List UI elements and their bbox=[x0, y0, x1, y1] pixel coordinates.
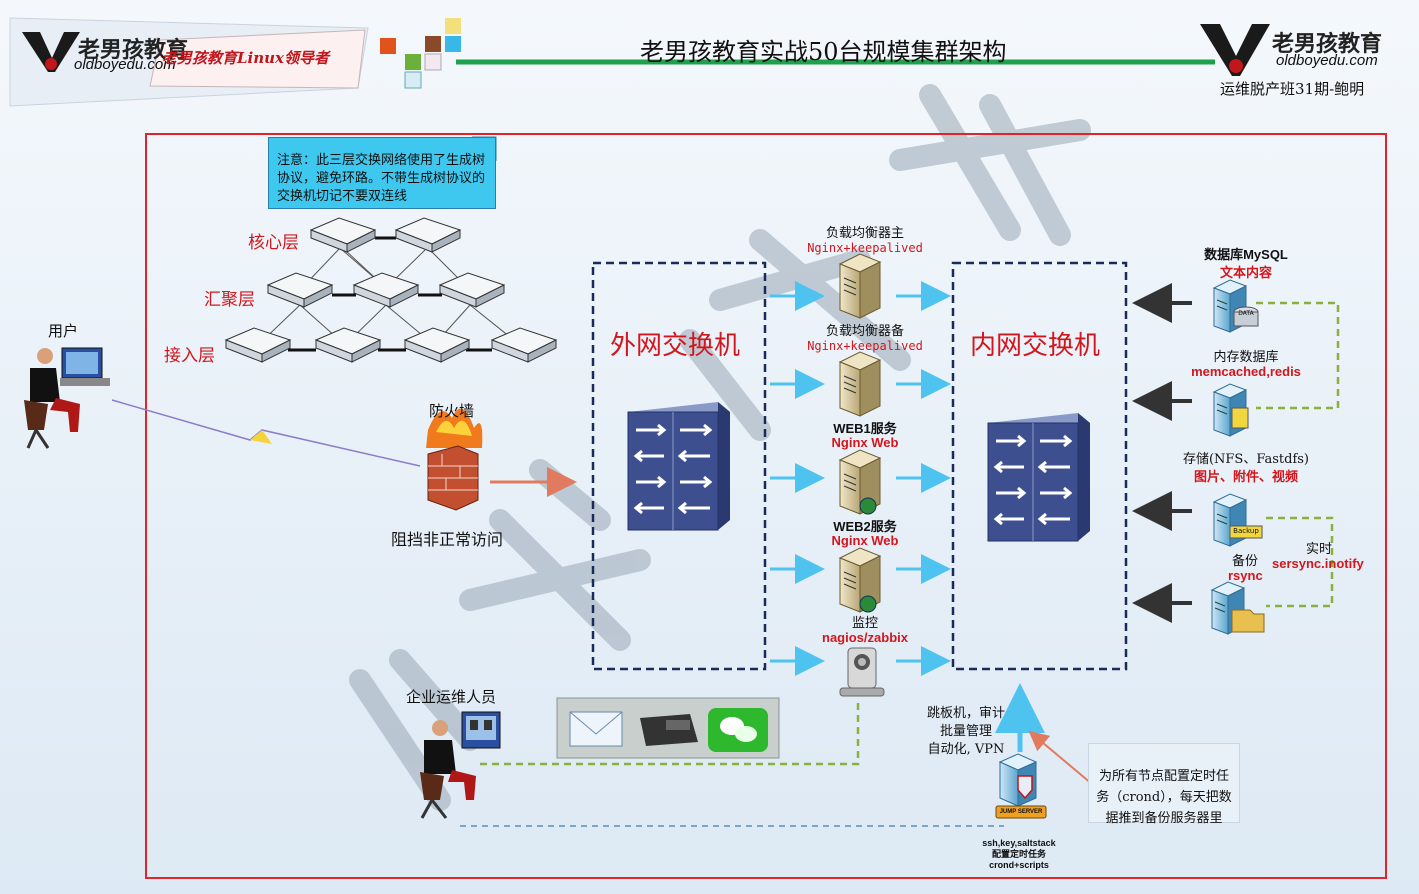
internal-switch-icon bbox=[987, 413, 1090, 542]
watermark bbox=[349, 84, 1091, 811]
internal-switch-zone bbox=[951, 261, 1128, 671]
monitor-sub: nagios/zabbix bbox=[822, 630, 908, 645]
firewall-desc: 阻挡非正常访问 bbox=[391, 530, 504, 549]
firewall-label: 防火墙 bbox=[429, 402, 475, 420]
jump-tools-2: 配置定时任务 bbox=[991, 849, 1046, 859]
mysql-disk-tag: DATA bbox=[1238, 310, 1254, 317]
folder-icon bbox=[1231, 609, 1265, 633]
deco-square bbox=[380, 38, 396, 54]
globe-icon bbox=[859, 595, 877, 613]
class-info: 运维脱产班31期-鲍明 bbox=[1220, 80, 1365, 98]
access-switch-3 bbox=[404, 327, 470, 363]
user-label: 用户 bbox=[48, 322, 79, 340]
web1-label: WEB1服务 bbox=[833, 421, 897, 436]
agg-switch-2 bbox=[353, 272, 419, 308]
realtime-label: 实时 bbox=[1306, 542, 1333, 557]
stp-note: 注意：此三层交换网络使用了生成树协议，避免环路。不带生成树协议的交换机切记不要双… bbox=[268, 137, 496, 209]
site-left: oldboyedu.com bbox=[74, 56, 176, 73]
lb-backup-sub: Nginx+keepalived bbox=[807, 339, 923, 353]
brand-right: 老男孩教育 bbox=[1272, 31, 1383, 56]
storage-disk-tag: Backup bbox=[1233, 527, 1259, 535]
cron-note: 为所有节点配置定时任务（crond），每天把数据推到备份服务器里 bbox=[1088, 743, 1240, 826]
jump-desc-2: 批量管理 bbox=[939, 724, 992, 739]
web2-label: WEB2服务 bbox=[833, 519, 897, 534]
phone-icon bbox=[640, 714, 698, 746]
backup-label: 备份 bbox=[1232, 554, 1259, 569]
logo-left bbox=[22, 32, 80, 72]
note-pointer bbox=[1028, 730, 1093, 785]
switch-network bbox=[225, 217, 557, 363]
access-layer-label: 接入层 bbox=[164, 346, 215, 366]
core-switch-2 bbox=[395, 217, 461, 253]
jump-desc-3: 自动化, VPN bbox=[927, 742, 1005, 757]
web1-sub: Nginx Web bbox=[831, 435, 899, 450]
monitor-camera-icon bbox=[839, 647, 885, 697]
firewall-icon bbox=[426, 408, 483, 511]
alert-panel bbox=[556, 697, 780, 759]
mysql-label: 数据库MySQL bbox=[1204, 247, 1288, 262]
backup-disk-icon bbox=[1229, 525, 1263, 539]
mysql-sub: 文本内容 bbox=[1219, 265, 1272, 280]
web2-sub: Nginx Web bbox=[831, 533, 899, 548]
agg-switch-1 bbox=[267, 272, 333, 308]
memory-icon bbox=[1231, 407, 1249, 429]
header-banner bbox=[9, 17, 1215, 107]
lb-backup-label: 负载均衡器备 bbox=[825, 324, 904, 339]
jump-desc-1: 跳板机，审计 bbox=[926, 706, 1005, 721]
access-switch-2 bbox=[315, 327, 381, 363]
logo-right bbox=[1200, 24, 1270, 76]
email-icon bbox=[569, 711, 623, 747]
jump-server-icon bbox=[995, 753, 1047, 819]
lb-master-label: 负载均衡器主 bbox=[825, 226, 904, 241]
lb-backup-server-icon bbox=[839, 351, 881, 417]
ops-person-icon bbox=[420, 711, 501, 819]
access-switch-4 bbox=[491, 327, 557, 363]
traffic-arrows bbox=[770, 281, 951, 676]
wechat-icon bbox=[708, 708, 768, 752]
jump-tools-3: crond+scripts bbox=[989, 860, 1049, 870]
jump-server-tag: JUMP SERVER bbox=[999, 809, 1043, 815]
lightning-icon bbox=[250, 430, 272, 444]
access-switch-1 bbox=[225, 327, 291, 363]
jump-tools-1: ssh,key,saltstack bbox=[982, 838, 1056, 848]
core-switch-1 bbox=[310, 217, 376, 253]
site-right: oldboyedu.com bbox=[1276, 52, 1378, 69]
cache-sub: memcached,redis bbox=[1191, 364, 1301, 379]
sync-links bbox=[480, 301, 1340, 766]
core-layer-label: 核心层 bbox=[248, 233, 299, 253]
aggregation-layer-label: 汇聚层 bbox=[204, 290, 255, 310]
monitor-label: 监控 bbox=[851, 616, 878, 631]
user-link bbox=[111, 399, 421, 467]
lb-master-sub: Nginx+keepalived bbox=[807, 241, 923, 255]
realtime-sub: sersync.inotify bbox=[1272, 556, 1364, 571]
storage-sub: 图片、附件、视频 bbox=[1193, 469, 1298, 484]
external-switch-label: 外网交换机 bbox=[610, 331, 741, 361]
lb-master-server-icon bbox=[839, 253, 881, 319]
backup-sub: rsync bbox=[1228, 568, 1263, 583]
external-switch-zone bbox=[591, 261, 767, 671]
cache-label: 内存数据库 bbox=[1213, 350, 1279, 365]
ops-label: 企业运维人员 bbox=[406, 688, 497, 706]
page-title: 老男孩教育实战50台规模集群架构 bbox=[640, 38, 1007, 66]
user-icon bbox=[24, 347, 110, 449]
brand-left: 老男孩教育 bbox=[78, 37, 189, 62]
internal-switch-label: 内网交换机 bbox=[970, 331, 1101, 361]
globe-icon bbox=[859, 497, 877, 515]
agg-switch-3 bbox=[439, 272, 505, 308]
external-switch-icon bbox=[627, 402, 730, 531]
backend-arrows bbox=[1132, 283, 1192, 623]
storage-label: 存储(NFS、Fastdfs) bbox=[1182, 452, 1310, 467]
cluster-frame bbox=[145, 133, 1387, 879]
slogan: 老男孩教育Linux领导者 bbox=[162, 49, 330, 67]
